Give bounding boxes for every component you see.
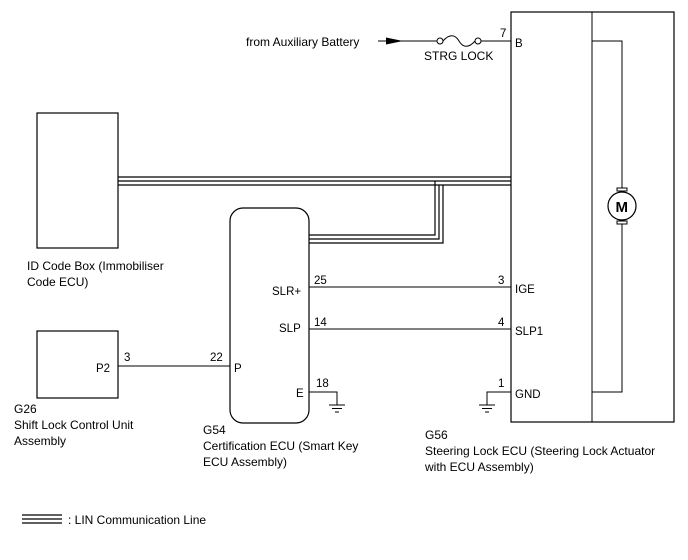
steering-terminal-slp1: SLP1 xyxy=(515,326,543,338)
steering-terminal-gnd: GND xyxy=(515,389,541,401)
cert-ecu-ground-symbol xyxy=(309,391,345,413)
steering-ecu-code: G56 xyxy=(425,428,448,442)
lin-communication-line xyxy=(118,176,511,244)
legend-text: : LIN Communication Line xyxy=(68,513,206,527)
auxiliary-battery-label: from Auxiliary Battery xyxy=(246,35,359,49)
motor-wire-bottom xyxy=(592,224,623,393)
cert-ecu-name-line1: Certification ECU (Smart Key xyxy=(203,439,358,453)
cert-terminal-slp: SLP xyxy=(279,323,301,335)
id-code-box-name-line1: ID Code Box (Immobiliser xyxy=(27,259,164,273)
steering-ecu-name-line2: with ECU Assembly) xyxy=(424,460,534,474)
shift-lock-name-line2: Assembly xyxy=(14,434,66,448)
steering-ecu-ground-symbol xyxy=(479,391,511,413)
steering-ecu-name-line1: Steering Lock ECU (Steering Lock Actuato… xyxy=(425,444,655,458)
motor-symbol: M xyxy=(607,187,637,225)
shift-lock-pin-3: 3 xyxy=(124,352,130,364)
id-code-box-name-line2: Code ECU) xyxy=(27,275,88,289)
steering-pin-3: 3 xyxy=(498,275,504,287)
id-code-box xyxy=(36,112,119,249)
shift-lock-name-line1: Shift Lock Control Unit xyxy=(14,418,134,432)
cert-terminal-p: P xyxy=(234,363,242,375)
steering-pin-4: 4 xyxy=(498,317,505,329)
cert-pin-14: 14 xyxy=(314,317,327,329)
fuse-label: STRG LOCK xyxy=(424,49,493,63)
cert-pin-18: 18 xyxy=(316,378,329,390)
steering-pin-1: 1 xyxy=(498,378,504,390)
shift-lock-code: G26 xyxy=(14,402,37,416)
fuse-symbol xyxy=(436,35,482,47)
steering-terminal-ige: IGE xyxy=(515,284,535,296)
cert-ecu-code: G54 xyxy=(203,423,226,437)
shift-lock-terminal-p2: P2 xyxy=(96,363,110,375)
steering-terminal-b: B xyxy=(515,38,523,50)
cert-ecu-name-line2: ECU Assembly) xyxy=(203,455,287,469)
cert-terminal-slr-plus: SLR+ xyxy=(272,286,301,298)
motor-wire-top xyxy=(592,40,623,190)
battery-arrow-head xyxy=(386,37,403,45)
steering-pin-7: 7 xyxy=(500,28,506,40)
certification-ecu xyxy=(229,207,310,424)
motor-label: M xyxy=(616,199,629,216)
cert-pin-22: 22 xyxy=(210,352,223,364)
shift-lock-control-unit xyxy=(36,330,119,399)
cert-terminal-e: E xyxy=(296,388,304,400)
cert-pin-25: 25 xyxy=(314,275,327,287)
legend-lin-line-sample xyxy=(22,514,62,524)
